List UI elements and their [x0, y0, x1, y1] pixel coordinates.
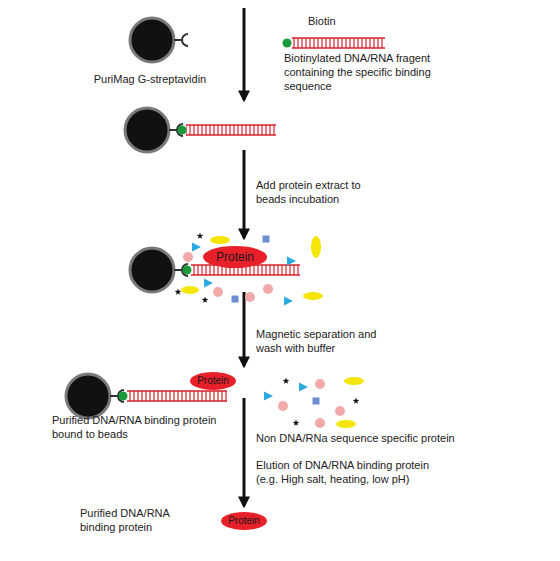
- dna-strand: [127, 390, 227, 392]
- biotin-dot: [119, 392, 128, 401]
- annotation-label: PuriMag G-streptavidin: [80, 72, 220, 86]
- contaminant-protein: [303, 292, 323, 300]
- contaminant-protein: [335, 406, 345, 416]
- protein-shape: [221, 512, 267, 530]
- protein-ellipse: Protein: [221, 512, 267, 530]
- dna-strand: [186, 124, 276, 126]
- dna-strand: [191, 274, 300, 276]
- annotation-label: Purified DNA/RNA binding protein bound t…: [52, 413, 237, 441]
- protein-ellipse: Protein: [190, 372, 236, 390]
- annotation-label: Non DNA/RNa sequence specific protein: [256, 431, 486, 445]
- contaminant-protein: [175, 289, 182, 295]
- contaminant-protein: [315, 418, 325, 428]
- protein-shape: [203, 246, 267, 268]
- contaminant-protein: [299, 383, 308, 392]
- contaminant-protein: [283, 378, 290, 384]
- biotin-dot: [183, 266, 192, 275]
- dna-strand: [186, 134, 276, 136]
- annotation-label: Magnetic separation and wash with buffer: [256, 327, 396, 355]
- contaminant-protein: [264, 392, 273, 401]
- dna-strand: [127, 400, 227, 402]
- contaminant-protein: [315, 379, 325, 389]
- contaminant-protein: [263, 284, 273, 294]
- contaminant-protein: [204, 279, 213, 288]
- streptavidin-linker: [174, 269, 182, 271]
- protein-label: Protein: [197, 376, 229, 386]
- magnetic-bead: [125, 108, 169, 152]
- process-arrow: [243, 398, 246, 506]
- annotation-label: Biotinylated DNA/RNA fragent containing …: [284, 51, 479, 93]
- contaminant-protein: [313, 398, 320, 405]
- contaminant-protein: [213, 287, 223, 297]
- contaminant-protein: [232, 296, 239, 303]
- protein-label: Protein: [228, 516, 260, 526]
- contaminant-protein: [202, 297, 209, 303]
- contaminant-protein: [183, 252, 193, 262]
- contaminant-protein: [287, 257, 296, 266]
- magnetic-bead: [66, 374, 110, 418]
- magnetic-bead: [130, 18, 174, 62]
- annotation-label: Add protein extract to beads incubation: [256, 178, 386, 206]
- annotation-label: Biotin: [308, 14, 388, 28]
- contaminant-protein: [278, 401, 288, 411]
- dna-ladder: [292, 38, 385, 48]
- streptavidin-cup: [182, 34, 188, 46]
- biotin-dot: [178, 126, 187, 135]
- annotation-label: Purified DNA/RNA binding protein: [80, 506, 190, 534]
- process-arrow: [243, 292, 246, 366]
- process-arrow: [243, 8, 246, 100]
- contaminant-protein: [181, 286, 199, 294]
- contaminant-protein: [197, 233, 204, 239]
- biotin-dot: [283, 39, 292, 48]
- contaminant-protein: [284, 297, 293, 306]
- contaminant-protein: [353, 398, 360, 404]
- dna-strand: [292, 37, 385, 39]
- streptavidin-linker: [169, 129, 177, 131]
- streptavidin-linker: [110, 395, 118, 397]
- streptavidin-linker: [174, 39, 182, 41]
- magnetic-bead: [130, 248, 174, 292]
- contaminant-protein: [210, 236, 230, 244]
- contaminant-protein: [336, 420, 356, 428]
- contaminant-protein: [311, 236, 321, 258]
- contaminant-protein: [293, 420, 300, 426]
- dna-ladder: [186, 125, 276, 135]
- annotation-label: Elution of DNA/RNA binding protein (e.g.…: [256, 458, 446, 486]
- contaminant-protein: [263, 236, 270, 243]
- dna-ladder: [127, 391, 227, 401]
- process-arrow: [243, 150, 246, 238]
- protein-shape: [190, 372, 236, 390]
- dna-strand: [292, 47, 385, 49]
- protein-ellipse: Protein: [203, 246, 267, 268]
- protein-label: Protein: [216, 251, 254, 263]
- contaminant-protein: [344, 377, 364, 385]
- contaminant-protein: [192, 243, 201, 252]
- contaminant-protein: [245, 292, 255, 302]
